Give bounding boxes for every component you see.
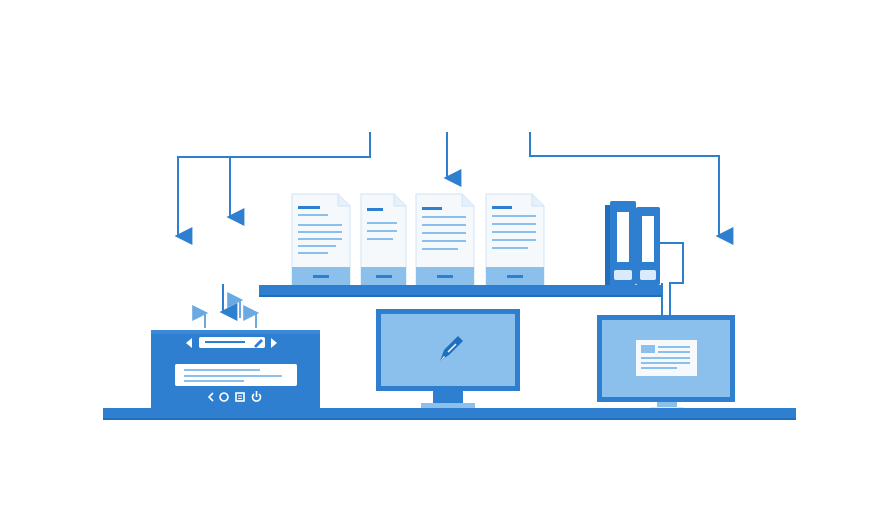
upper-shelf <box>259 285 662 297</box>
grid-icon[interactable] <box>235 392 245 402</box>
document-3 <box>415 193 475 286</box>
connector-right <box>529 132 734 245</box>
control-panel <box>151 284 320 409</box>
bottom-shelf <box>103 408 796 420</box>
binder-2 <box>636 207 660 285</box>
connector-left <box>174 132 371 245</box>
pen-small-icon <box>254 339 263 348</box>
binders <box>605 201 660 285</box>
chevron-left-icon[interactable] <box>186 338 192 348</box>
monitor-center-base <box>421 403 475 409</box>
binder-1 <box>605 201 636 285</box>
bottom-shelf-shadow <box>103 418 796 420</box>
upper-shelf-shadow <box>259 295 662 297</box>
circle-icon[interactable] <box>219 392 229 402</box>
power-icon[interactable] <box>251 391 262 402</box>
monitor-center-neck <box>433 391 463 403</box>
monitor-right <box>597 315 735 410</box>
back-icon[interactable] <box>207 392 214 402</box>
panel-icons <box>207 391 262 402</box>
chevron-right-icon[interactable] <box>271 338 277 348</box>
document-2 <box>360 193 407 286</box>
monitor-right-neck <box>657 402 677 408</box>
binder-link <box>660 242 684 315</box>
monitor-center <box>376 309 520 409</box>
document-row <box>291 193 545 286</box>
document-1 <box>291 193 351 286</box>
connector-lines <box>174 132 734 245</box>
document-4 <box>485 193 545 286</box>
panel-body-shade <box>151 330 320 334</box>
panel-arrows <box>192 284 260 328</box>
